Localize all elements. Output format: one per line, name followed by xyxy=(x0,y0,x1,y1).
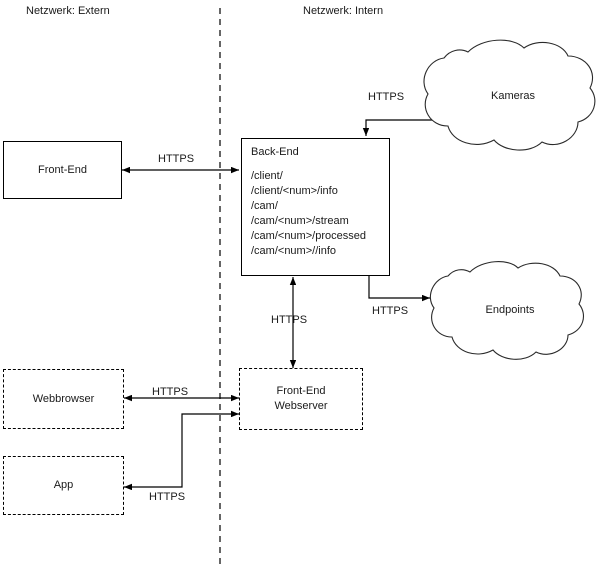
edge-label-kameras-to-backend: HTTPS xyxy=(368,91,405,103)
backend-endpoint-item: /client/<num>/info xyxy=(251,185,338,197)
cloud-shape-kameras xyxy=(423,39,596,151)
node-label-app: App xyxy=(53,479,74,492)
node-label-webbrowser: Webbrowser xyxy=(32,392,95,405)
edge-label-webbrowser-to-webserver: HTTPS xyxy=(152,386,189,398)
node-webbrowser[interactable]: Webbrowser xyxy=(3,369,124,429)
node-app[interactable]: App xyxy=(3,456,124,515)
node-label-endpoints: Endpoints xyxy=(485,304,535,316)
connector-backend-to-endpoints xyxy=(368,276,430,302)
node-label-kameras: Kameras xyxy=(490,90,536,102)
backend-endpoint-item: /cam/<num>//info xyxy=(251,245,336,257)
edge-label-app-to-webserver: HTTPS xyxy=(149,491,186,503)
node-back-end[interactable]: Back-End /client/ /client/<num>/info /ca… xyxy=(241,138,390,276)
node-label-front-end: Front-End xyxy=(38,163,87,176)
edge-label-front-end-to-backend: HTTPS xyxy=(158,153,195,165)
backend-endpoint-item: /client/ xyxy=(251,170,283,182)
node-label-back-end: Back-End xyxy=(251,146,299,158)
backend-endpoint-item: /cam/<num>/stream xyxy=(251,215,349,227)
backend-endpoint-item: /cam/ xyxy=(251,200,278,212)
node-front-end[interactable]: Front-End xyxy=(3,141,122,199)
connector-kameras-to-backend xyxy=(362,119,436,136)
edge-label-backend-to-endpoints: HTTPS xyxy=(372,305,409,317)
node-label-front-end-webserver-line2: Webserver xyxy=(274,400,328,412)
node-front-end-webserver[interactable]: Front-End Webserver xyxy=(239,368,363,430)
backend-endpoint-list: /client/ /client/<num>/info /cam/ /cam/<… xyxy=(251,169,389,259)
zone-label-extern: Netzwerk: Extern xyxy=(26,5,110,17)
node-label-front-end-webserver-line1: Front-End xyxy=(276,385,326,398)
zone-label-intern: Netzwerk: Intern xyxy=(303,5,384,17)
backend-endpoint-item: /cam/<num>/processed xyxy=(251,230,366,242)
edge-label-backend-to-webserver: HTTPS xyxy=(271,314,308,326)
cloud-shape-endpoints xyxy=(429,261,584,360)
connector-app-to-webserver xyxy=(124,410,239,491)
